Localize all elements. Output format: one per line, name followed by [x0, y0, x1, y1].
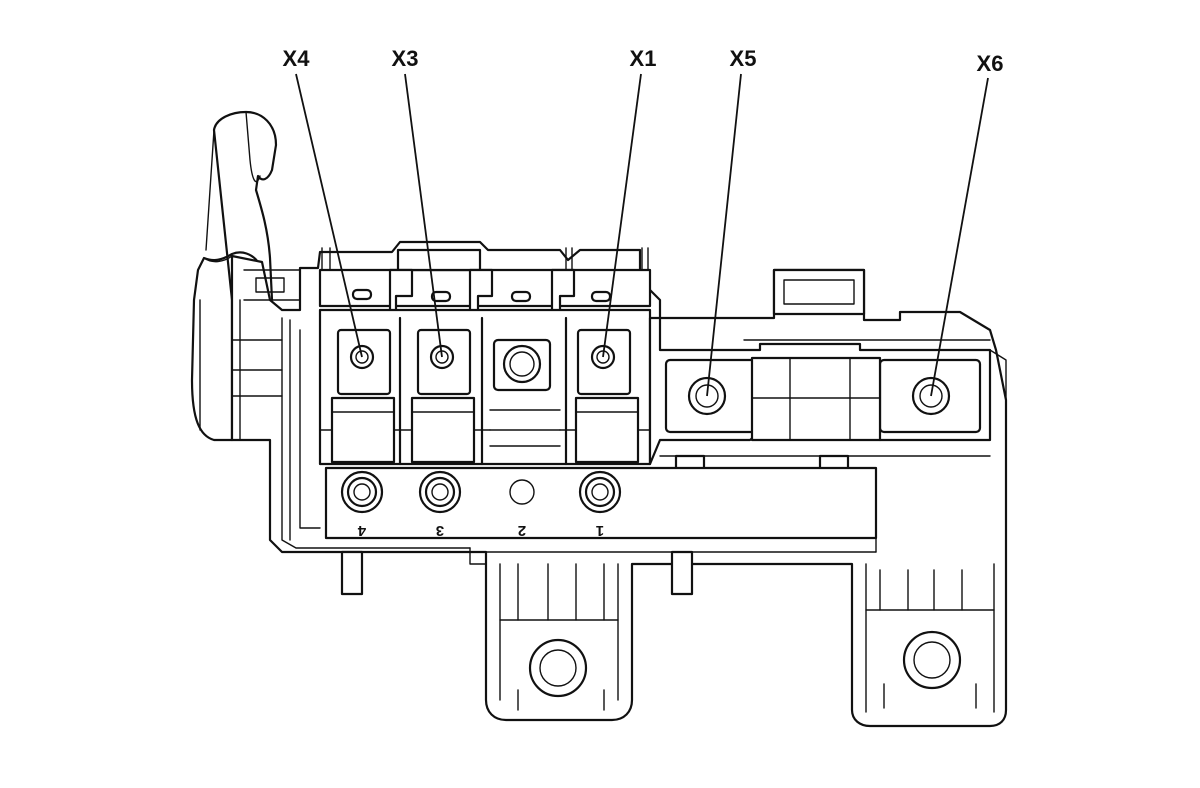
mounting-foot-center: [499, 563, 619, 711]
leader-x3: [404, 73, 443, 358]
callout-x3: X3: [392, 46, 419, 71]
mounting-foot-right: [865, 563, 995, 713]
leader-x4: [295, 73, 363, 358]
terminal-number-3: 3: [436, 522, 444, 539]
right-module: [648, 268, 1007, 472]
leader-x6: [930, 77, 989, 397]
bus-bar: [324, 466, 878, 553]
callout-x4: X4: [283, 46, 311, 71]
leader-x5: [706, 73, 742, 397]
callout-x1: X1: [630, 46, 657, 71]
leader-x1: [602, 73, 642, 358]
stud-x4: [349, 344, 375, 370]
nut-terminal-4: [340, 470, 384, 514]
stud-x6: [911, 376, 951, 416]
callout-x6: X6: [977, 51, 1004, 76]
terminal-number-4: 4: [357, 522, 366, 539]
stud-x5: [687, 376, 727, 416]
terminal-number-1: 1: [596, 522, 604, 539]
callout-x5: X5: [730, 46, 757, 71]
left-hook-bracket: [190, 110, 278, 442]
lower-tabs: [340, 547, 694, 596]
terminal-number-2: 2: [518, 522, 526, 539]
fuse-block: [318, 308, 652, 466]
nut-terminal-1: [578, 470, 622, 514]
nut-terminal-3: [418, 470, 462, 514]
